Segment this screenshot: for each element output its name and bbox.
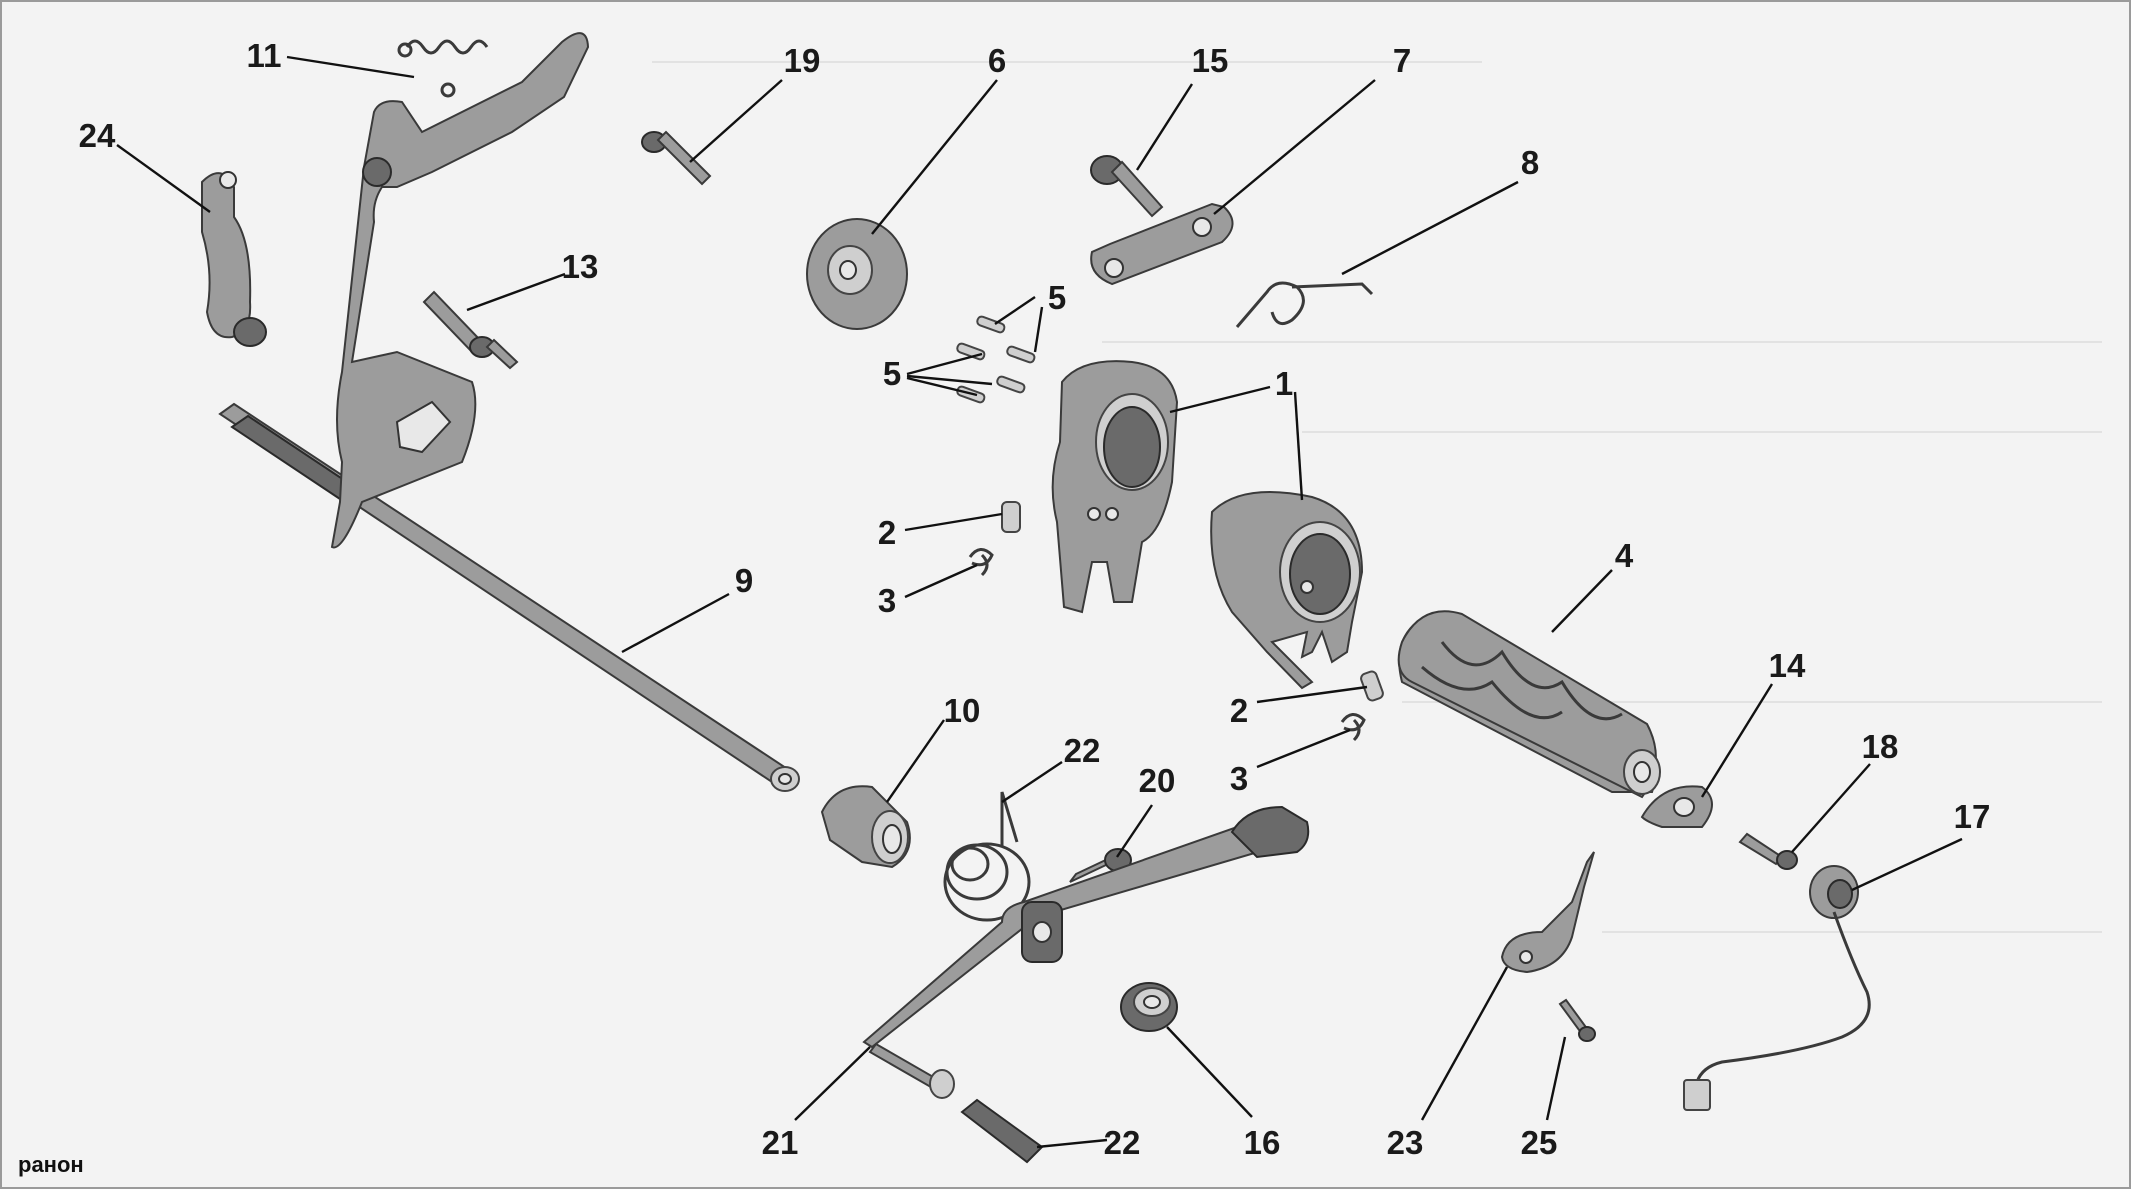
label-24: 24	[79, 117, 116, 154]
label-17: 17	[1954, 798, 1991, 835]
label-18: 18	[1862, 728, 1899, 765]
callout-labels: 11 24 19 6 15 7 8 13 5 5 1 2 3 4 9 2 3 1…	[79, 37, 1991, 1161]
part-small-pins-2	[1001, 501, 1384, 702]
part-bolt-20	[1069, 848, 1132, 883]
label-11: 11	[247, 37, 282, 74]
part-return-spring	[943, 791, 1031, 922]
label-8: 8	[1521, 144, 1539, 181]
label-23: 23	[1387, 1124, 1424, 1161]
label-16: 16	[1244, 1124, 1281, 1161]
label-14: 14	[1769, 647, 1806, 684]
label-7: 7	[1393, 42, 1411, 79]
part-small-spring	[397, 39, 489, 98]
label-15: 15	[1192, 42, 1229, 79]
part-pin	[422, 290, 519, 370]
label-6: 6	[988, 42, 1006, 79]
part-washer	[1120, 982, 1178, 1032]
label-25: 25	[1521, 1124, 1558, 1161]
label-21: 21	[762, 1124, 799, 1161]
part-small-screw	[1558, 998, 1596, 1042]
part-bushing	[820, 785, 911, 869]
label-22-bottom: 22	[1104, 1124, 1141, 1161]
part-latch	[1500, 851, 1595, 974]
part-torsion-spring	[1235, 281, 1374, 328]
label-3-upper: 3	[878, 582, 896, 619]
part-selector-lever	[330, 32, 590, 549]
label-22-top: 22	[1064, 732, 1101, 769]
part-selector-drum	[1397, 610, 1661, 799]
part-rubber-pad	[960, 1098, 1044, 1164]
label-9: 9	[735, 562, 753, 599]
part-neutral-sensor	[1683, 865, 1871, 1111]
part-disc	[806, 218, 908, 330]
label-19: 19	[784, 42, 821, 79]
part-bolt-15	[1090, 155, 1164, 218]
label-2-upper: 2	[878, 514, 896, 551]
label-5-left: 5	[883, 355, 901, 392]
publisher-logo: ранон	[18, 1152, 84, 1177]
label-1: 1	[1275, 365, 1293, 402]
label-10: 10	[944, 692, 981, 729]
part-link-plate	[1090, 202, 1234, 286]
part-shaft	[218, 402, 800, 792]
label-2-lower: 2	[1230, 692, 1248, 729]
part-lever-plate	[201, 171, 267, 347]
part-bolt-18	[1738, 832, 1798, 870]
part-shift-fork-lower	[1210, 491, 1364, 690]
label-5-top: 5	[1048, 279, 1066, 316]
part-cam	[1640, 785, 1713, 828]
part-pins	[956, 315, 1036, 404]
part-pedal-arm	[862, 805, 1310, 1099]
leader-lines	[116, 55, 1963, 1149]
part-shift-fork-upper	[1051, 360, 1179, 614]
label-4: 4	[1615, 537, 1634, 574]
part-bolt-top	[641, 130, 712, 186]
label-20: 20	[1139, 762, 1176, 799]
label-13: 13	[562, 248, 599, 285]
label-3-lower: 3	[1230, 760, 1248, 797]
logo-text: ранон	[18, 1152, 84, 1177]
part-clips-3	[968, 548, 1366, 742]
